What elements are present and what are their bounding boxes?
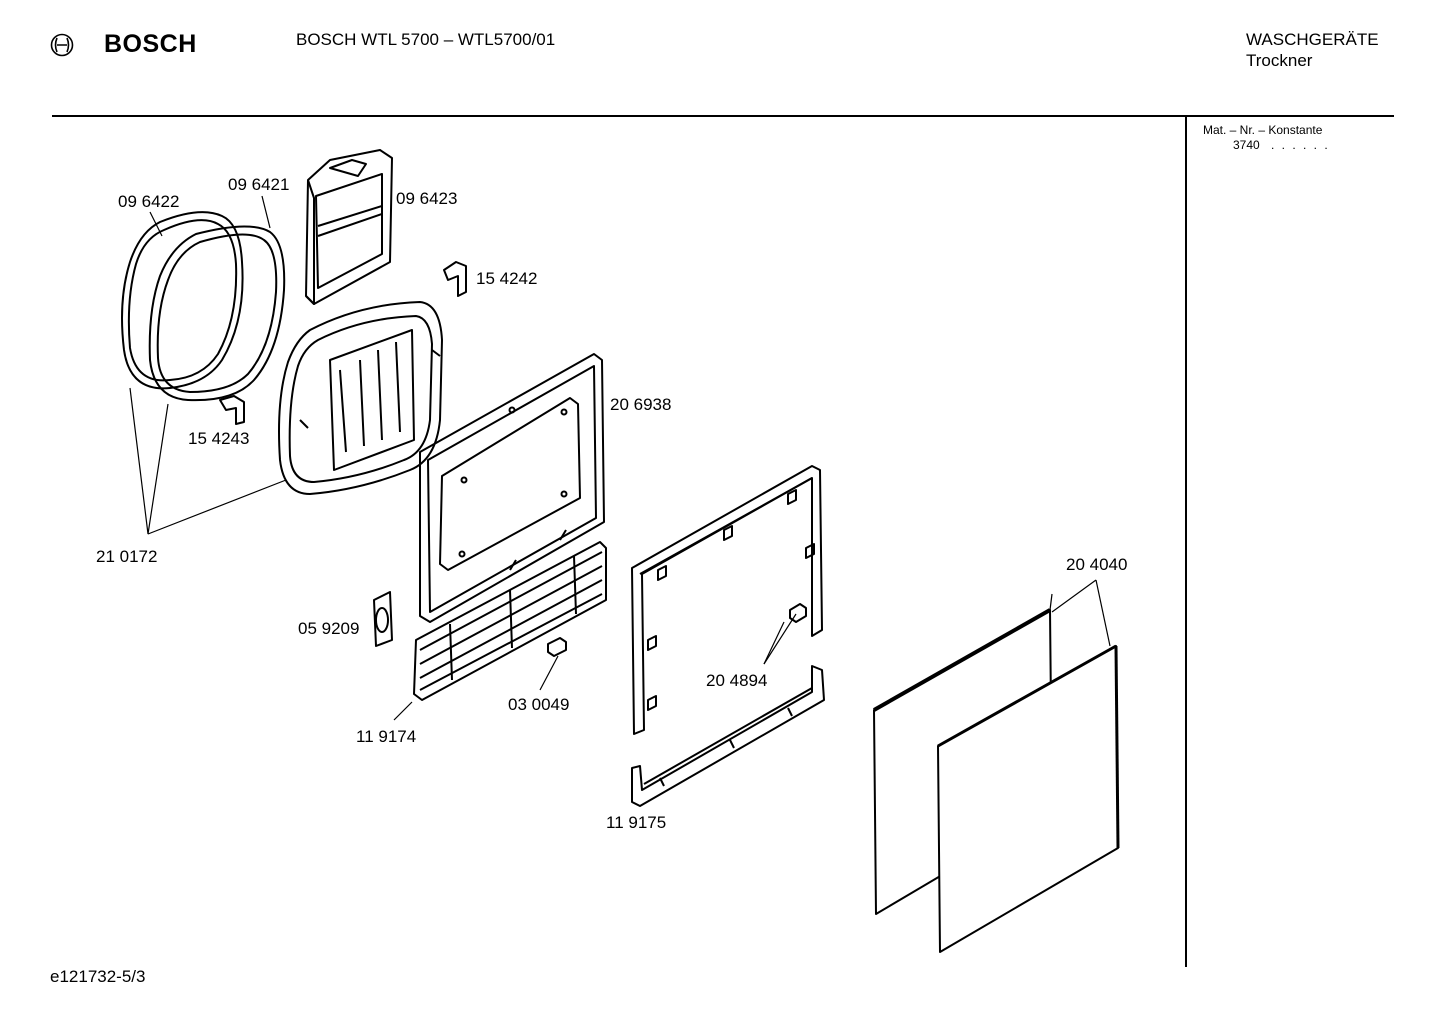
part-label-119175: 11 9175 [606,813,666,832]
door-catch-clip-lower[interactable] [219,395,245,425]
door-gasket-outer[interactable] [121,211,244,390]
brand-name: BOSCH [104,30,197,58]
leader-lines [129,195,1111,721]
ventilation-grille[interactable] [413,541,607,701]
lint-filter[interactable] [305,149,393,305]
part-label-204040: 20 4040 [1066,555,1127,574]
decor-panel-front[interactable] [937,644,1120,953]
door-gasket-inner[interactable] [148,225,286,402]
sidebar-divider [1185,117,1187,967]
cover-plate[interactable] [373,591,393,647]
part-label-204894: 20 4894 [706,671,767,690]
fastening-clip[interactable] [547,637,567,657]
material-number-value: 3740 [1233,138,1260,152]
part-label-096423: 09 6423 [396,189,457,208]
door-inner-frame[interactable] [278,301,443,495]
footer-document-code: e121732-5/3 [50,967,146,986]
model-title: BOSCH WTL 5700 – WTL5700/01 [296,30,556,49]
subcategory-label: Trockner [1246,51,1313,70]
part-label-030049: 03 0049 [508,695,569,714]
part-label-154243: 15 4243 [188,429,249,448]
door-catch-clip-upper[interactable] [443,261,467,297]
material-number-dots: . . . . . . [1271,138,1330,152]
part-label-059209: 05 9209 [298,619,359,638]
part-label-119174: 11 9174 [356,727,416,746]
part-label-154242: 15 4242 [476,269,537,288]
category-label: WASCHGERÄTE [1246,30,1379,49]
part-label-096422: 09 6422 [118,192,179,211]
door-trim-frame[interactable] [631,465,823,735]
part-label-096421: 09 6421 [228,175,289,194]
bosch-logo-icon [50,33,74,57]
front-panel-frame[interactable] [419,353,605,623]
part-label-206938: 20 6938 [610,395,671,414]
material-number-label: Mat. – Nr. – Konstante [1203,123,1323,137]
part-label-210172: 21 0172 [96,547,157,566]
header-divider [52,115,1394,117]
bottom-trim-strip[interactable] [631,665,825,807]
